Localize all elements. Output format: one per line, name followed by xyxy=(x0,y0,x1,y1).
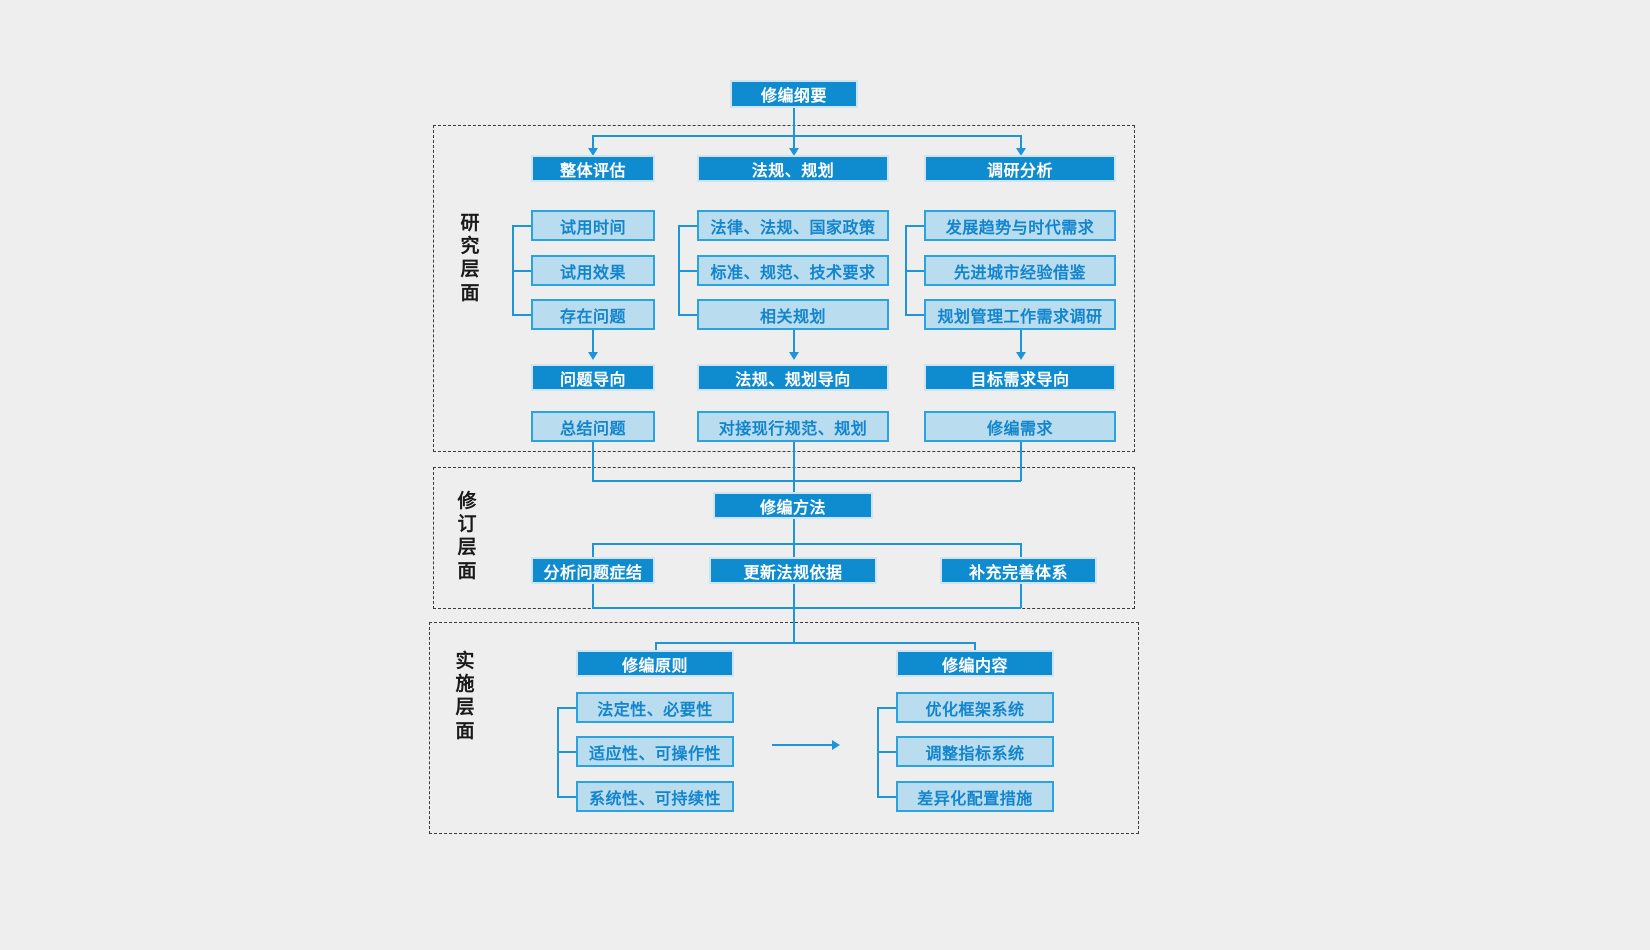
arrow-root-to-col2 xyxy=(789,148,799,156)
connector-rev2-down xyxy=(793,584,795,643)
bracket-col2-stub-0 xyxy=(678,225,697,227)
connector-impl-drop-left xyxy=(655,642,657,652)
arrow-root-to-col3 xyxy=(1016,148,1026,156)
layer-label-implementation: 实 施 层 面 xyxy=(450,650,480,743)
bracket-impl1-stub-0 xyxy=(557,707,576,709)
layer-label-char: 面 xyxy=(460,281,480,304)
bracket-col1-stub-0 xyxy=(512,225,531,227)
connector-col1-to-orientation xyxy=(592,330,594,352)
connector-root-drop-3 xyxy=(1020,135,1022,150)
connector-result1-down xyxy=(592,442,594,481)
connector-impl-merge-bus xyxy=(592,607,1021,609)
connector-col2-to-orientation xyxy=(793,330,795,352)
connector-root-stem xyxy=(793,108,795,136)
node-research-col1-result[interactable]: 总结问题 xyxy=(531,411,655,442)
node-research-col2-result[interactable]: 对接现行规范、规划 xyxy=(697,411,889,442)
layer-label-revision: 修 订 层 面 xyxy=(452,490,482,583)
node-research-col1-item-1[interactable]: 试用效果 xyxy=(531,255,655,286)
bracket-impl1-stub-2 xyxy=(557,796,576,798)
connector-merge-bus xyxy=(592,480,1021,482)
node-impl-group1-head[interactable]: 修编原则 xyxy=(576,650,734,677)
bracket-impl2-stub-0 xyxy=(877,707,896,709)
node-research-col3-result[interactable]: 修编需求 xyxy=(924,411,1116,442)
layer-frame-revision xyxy=(433,467,1135,609)
node-research-col2-orientation[interactable]: 法规、规划导向 xyxy=(697,364,889,391)
connector-rev3-down xyxy=(1020,584,1022,608)
connector-revision-drop-1 xyxy=(592,543,594,557)
layer-label-char: 订 xyxy=(457,513,477,536)
node-research-col3-item-2[interactable]: 规划管理工作需求调研 xyxy=(924,299,1116,330)
layer-label-char: 研 xyxy=(460,212,480,234)
node-revision-item-0[interactable]: 分析问题症结 xyxy=(531,557,655,584)
layer-label-char: 层 xyxy=(460,258,480,281)
layer-label-char: 面 xyxy=(455,719,475,742)
node-revision-head[interactable]: 修编方法 xyxy=(713,492,873,519)
node-impl-group1-item-2[interactable]: 系统性、可持续性 xyxy=(576,781,734,812)
node-impl-group2-item-0[interactable]: 优化框架系统 xyxy=(896,692,1054,723)
layer-label-char: 究 xyxy=(460,235,480,258)
arrow-impl-cross xyxy=(832,740,840,750)
connector-revision-stem xyxy=(793,519,795,544)
node-research-col1-orientation[interactable]: 问题导向 xyxy=(531,364,655,391)
layer-frame-implementation xyxy=(429,622,1139,834)
connector-root-drop-2 xyxy=(793,135,795,150)
node-research-col3-head[interactable]: 调研分析 xyxy=(924,155,1116,182)
layer-label-char: 层 xyxy=(457,536,477,559)
layer-label-char: 面 xyxy=(457,559,477,582)
connector-col3-to-orientation xyxy=(1020,330,1022,352)
node-impl-group2-item-2[interactable]: 差异化配置措施 xyxy=(896,781,1054,812)
node-revision-item-2[interactable]: 补充完善体系 xyxy=(940,557,1097,584)
layer-label-char: 层 xyxy=(455,696,475,719)
arrow-col1-orientation xyxy=(588,352,598,360)
node-root-outline[interactable]: 修编纲要 xyxy=(730,80,858,108)
bracket-impl1-stub-1 xyxy=(557,751,576,753)
layer-label-char: 施 xyxy=(455,673,475,696)
layer-label-research: 研 究 层 面 xyxy=(455,212,485,305)
connector-impl-drop-right xyxy=(974,642,976,652)
node-impl-group1-item-1[interactable]: 适应性、可操作性 xyxy=(576,736,734,767)
connector-impl-cross-arrow xyxy=(772,744,832,746)
bracket-col3-stub-2 xyxy=(905,314,924,316)
node-research-col3-orientation[interactable]: 目标需求导向 xyxy=(924,364,1116,391)
node-research-col1-head[interactable]: 整体评估 xyxy=(531,155,655,182)
node-research-col2-item-1[interactable]: 标准、规范、技术要求 xyxy=(697,255,889,286)
node-research-col2-item-2[interactable]: 相关规划 xyxy=(697,299,889,330)
connector-rev1-down xyxy=(592,584,594,608)
connector-impl-bus xyxy=(655,642,975,644)
node-research-col1-item-0[interactable]: 试用时间 xyxy=(531,210,655,241)
arrow-root-to-col1 xyxy=(588,148,598,156)
node-research-col1-item-2[interactable]: 存在问题 xyxy=(531,299,655,330)
connector-result2-down xyxy=(793,442,795,492)
node-research-col3-item-1[interactable]: 先进城市经验借鉴 xyxy=(924,255,1116,286)
bracket-col2-stub-1 xyxy=(678,270,697,272)
node-research-col2-item-0[interactable]: 法律、法规、国家政策 xyxy=(697,210,889,241)
node-revision-item-1[interactable]: 更新法规依据 xyxy=(709,557,877,584)
arrow-col3-orientation xyxy=(1016,352,1026,360)
layer-label-char: 实 xyxy=(455,650,475,672)
layer-frame-research xyxy=(433,125,1135,452)
connector-result3-down xyxy=(1020,442,1022,481)
bracket-impl2-stub-1 xyxy=(877,751,896,753)
node-research-col3-item-0[interactable]: 发展趋势与时代需求 xyxy=(924,210,1116,241)
bracket-impl2-stub-2 xyxy=(877,796,896,798)
node-research-col2-head[interactable]: 法规、规划 xyxy=(697,155,889,182)
connector-revision-drop-3 xyxy=(1020,543,1022,557)
node-impl-group2-head[interactable]: 修编内容 xyxy=(896,650,1054,677)
connector-root-drop-1 xyxy=(592,135,594,150)
connector-root-bus xyxy=(592,135,1021,137)
connector-revision-bus xyxy=(592,543,1021,545)
bracket-col3-stub-0 xyxy=(905,225,924,227)
arrow-col2-orientation xyxy=(789,352,799,360)
node-impl-group2-item-1[interactable]: 调整指标系统 xyxy=(896,736,1054,767)
bracket-col2-stub-2 xyxy=(678,314,697,316)
bracket-col1-stub-2 xyxy=(512,314,531,316)
bracket-col3-stub-1 xyxy=(905,270,924,272)
layer-label-char: 修 xyxy=(457,490,477,512)
node-impl-group1-item-0[interactable]: 法定性、必要性 xyxy=(576,692,734,723)
connector-revision-drop-2 xyxy=(793,543,795,557)
bracket-col1-stub-1 xyxy=(512,270,531,272)
